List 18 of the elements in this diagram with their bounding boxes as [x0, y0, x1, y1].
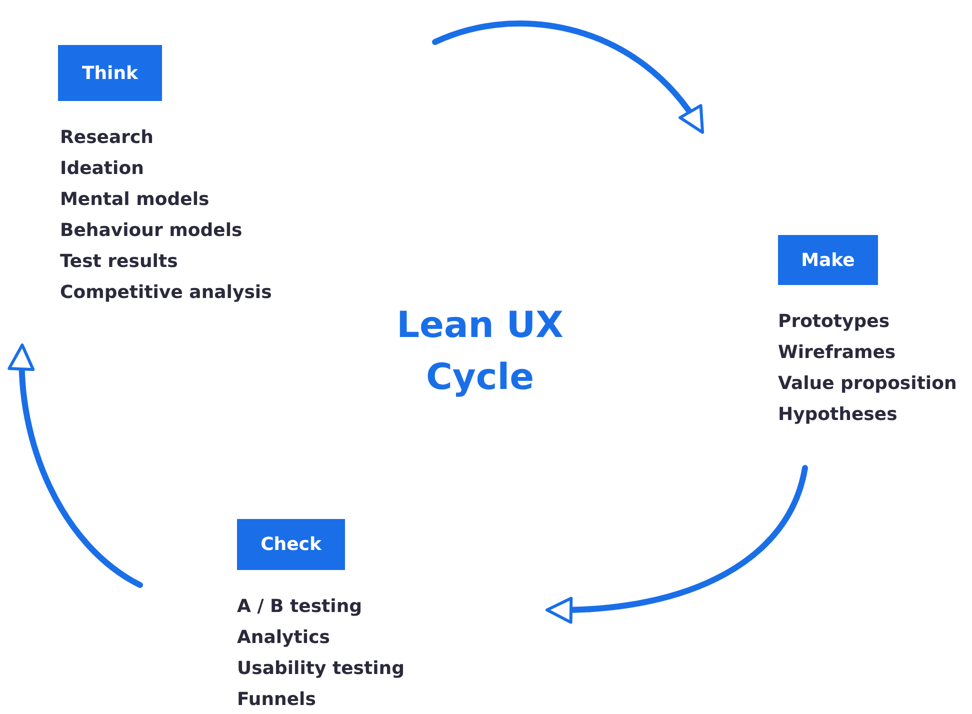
list-item: Value proposition	[778, 372, 957, 396]
list-item: Behaviour models	[60, 219, 242, 243]
list-item: Analytics	[237, 626, 330, 650]
stage-label: Make	[778, 235, 878, 285]
list-item: Hypotheses	[778, 403, 898, 427]
list-item: Competitive analysis	[60, 281, 272, 305]
list-item: Usability testing	[237, 657, 404, 681]
list-item: Ideation	[60, 157, 144, 181]
stage-label: Check	[237, 519, 345, 570]
stage-label: Think	[58, 45, 162, 101]
list-item: Prototypes	[778, 310, 890, 334]
diagram-title: Lean UX Cycle	[396, 304, 564, 400]
list-item: Wireframes	[778, 341, 896, 365]
list-item: Funnels	[237, 688, 316, 712]
list-item: Mental models	[60, 188, 210, 212]
list-item: Research	[60, 126, 154, 150]
list-item: Test results	[60, 250, 178, 274]
list-item: A / B testing	[237, 595, 362, 619]
